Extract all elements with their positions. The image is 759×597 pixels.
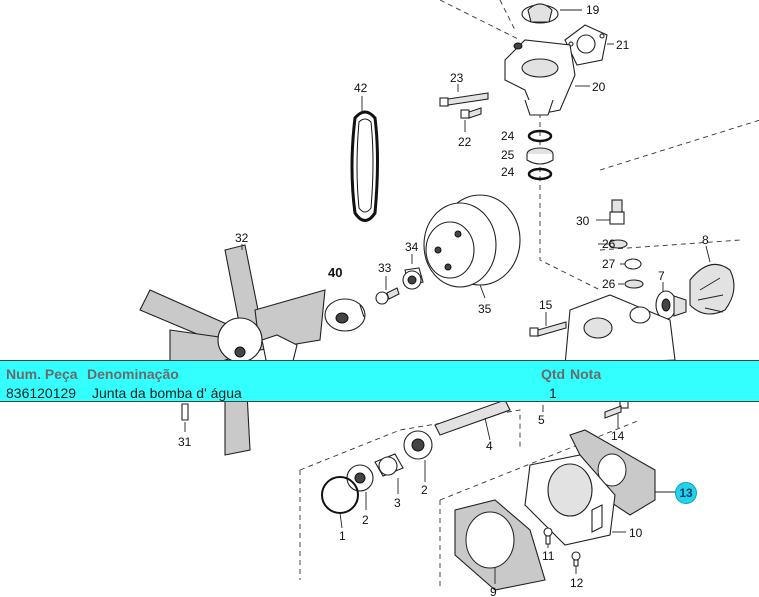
callout-1: 1 [339,529,346,543]
callout-20: 20 [592,80,606,94]
part-26-washer-upper [598,239,628,249]
part-2-bearing-upper [403,430,433,482]
part-19-thermostat [521,3,582,24]
part-8-impeller [689,245,735,315]
callout-14: 14 [611,429,625,443]
part-info-band: Num. Peça Denominação Qtd Nota 836120129… [0,360,759,402]
part-24-o-ring-upper [527,129,553,143]
part-42-v-belt [350,96,379,222]
part-9-gasket [454,499,546,591]
header-qty: Qtd [541,366,566,382]
part-26-washer-lower [618,279,644,289]
callout-32: 32 [235,231,249,245]
part-33-bolt [375,276,400,305]
part-12-screw [571,551,581,574]
part-32-fan [139,244,326,456]
part-24-o-ring-lower [527,167,553,181]
callout-24-lower: 24 [501,165,515,179]
part-11-screw [543,527,553,548]
callout-30: 30 [576,214,590,228]
part-14-bolt [604,399,629,428]
callout-2-upper: 2 [421,483,428,497]
part-35-pulley [423,194,521,299]
part-20-thermostat-housing [504,39,590,116]
callout-26-upper: 26 [602,237,616,251]
callout-25: 25 [501,148,515,162]
header-description: Denominação [87,366,179,382]
part-22-bolt [460,107,482,132]
part-40-fan-hub [324,298,366,332]
callout-24-upper: 24 [501,129,515,143]
callout-34: 34 [405,240,419,254]
part-4-shaft [434,399,511,441]
callout-12: 12 [570,576,584,590]
callout-22: 22 [458,135,472,149]
part-15-bolt [529,312,567,337]
part-2-bearing-lower [346,464,374,510]
callout-labels: 19 21 20 23 22 24 25 24 42 32 34 33 40 3… [178,3,709,597]
callout-4: 4 [486,439,493,453]
part-25-nipple [526,147,554,165]
part-1-circlip [321,476,359,529]
cell-description[interactable]: Junta da bomba d' água [92,385,242,401]
header-note: Nota [570,366,602,382]
callout-23: 23 [450,71,464,85]
callout-3: 3 [394,496,401,510]
callout-11: 11 [542,549,555,563]
callout-9: 9 [490,585,497,597]
callout-26-lower: 26 [602,277,616,291]
part-10-cover [524,454,626,546]
callout-27: 27 [602,257,616,271]
cell-part-number[interactable]: 836120129 [6,385,77,401]
callout-35: 35 [478,302,492,316]
part-3-spacer [374,453,404,494]
callout-15: 15 [539,298,553,312]
part-34-spacer [402,254,424,290]
callout-19: 19 [586,3,600,17]
callout-10: 10 [629,526,643,540]
callout-8: 8 [702,233,709,247]
callout-13-selected-hotspot[interactable]: 13 [675,482,697,504]
part-27-plug [620,258,642,270]
part-13-gasket [569,429,676,516]
callout-2-lower: 2 [362,513,369,527]
part-21-thermostat-gasket [564,24,614,66]
callout-42: 42 [354,81,368,95]
header-part-number: Num. Peça [6,366,78,382]
callout-7: 7 [658,269,665,283]
cell-qty: 1 [549,385,557,401]
callout-31: 31 [178,435,192,449]
part-31-bolt [181,403,189,432]
part-7-seal [655,282,687,320]
callout-21: 21 [616,38,630,52]
pump-body [564,294,676,366]
part-30-sensor [596,199,625,225]
part-23-bolt [439,84,489,107]
callout-5: 5 [538,413,545,427]
callout-33: 33 [378,261,392,275]
callout-40: 40 [328,265,342,280]
